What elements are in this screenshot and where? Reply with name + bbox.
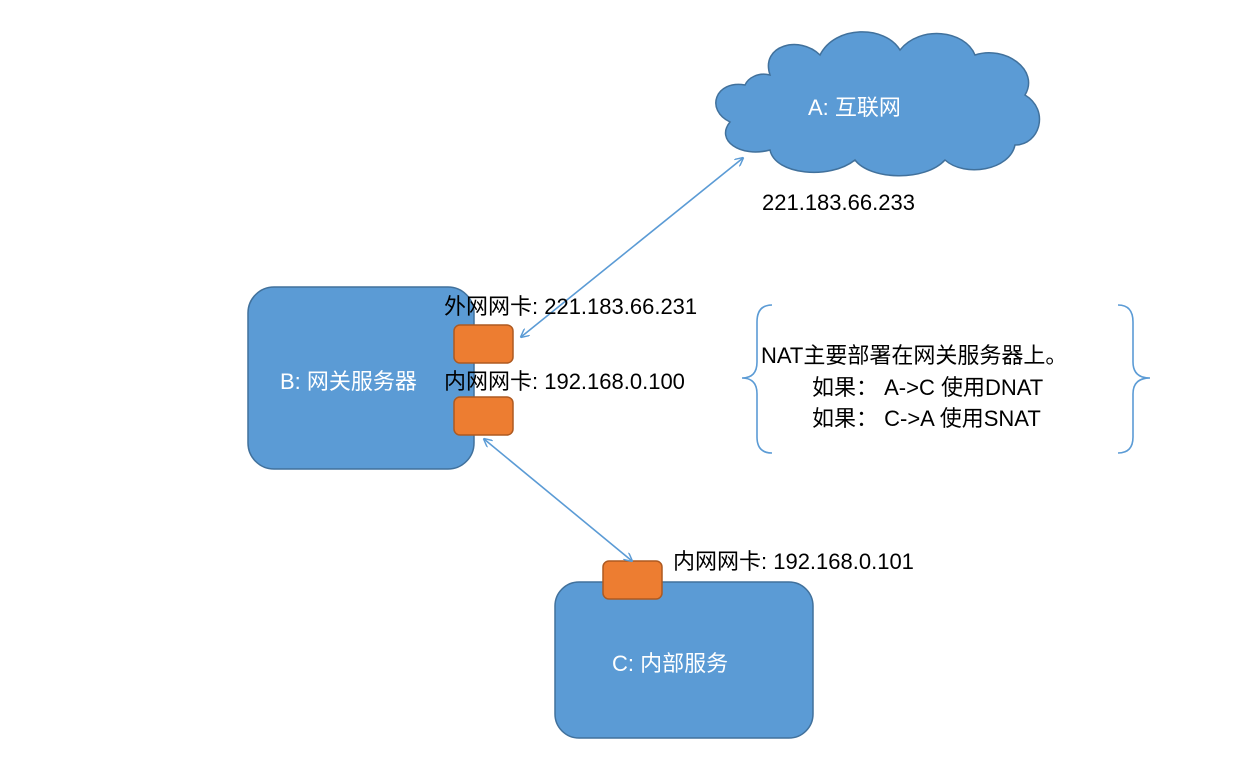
note-line-3: 如果： C->A 使用SNAT [812, 406, 1041, 431]
gateway-server-box [247, 286, 475, 470]
internal-service-label: C: 内部服务 [612, 651, 729, 676]
right-brace [1117, 304, 1151, 454]
gateway-external-nic [453, 324, 514, 364]
note-line-1: NAT主要部署在网关服务器上。 [761, 343, 1068, 368]
internal-service-nic-label: 内网网卡: 192.168.0.101 [673, 549, 914, 574]
gateway-internal-nic-label: 内网网卡: 192.168.0.100 [444, 369, 685, 394]
arrow-internet-gateway [521, 158, 743, 337]
gateway-label: B: 网关服务器 [280, 369, 417, 394]
internet-ip-label: 221.183.66.233 [762, 190, 915, 215]
gateway-external-nic-label: 外网网卡: 221.183.66.231 [444, 294, 698, 319]
left-brace [741, 304, 773, 454]
arrow-gateway-internal [484, 439, 632, 561]
internal-service-box [554, 581, 814, 739]
gateway-internal-nic [453, 396, 514, 436]
note-line-2: 如果： A->C 使用DNAT [812, 375, 1044, 400]
internet-label: A: 互联网 [808, 95, 901, 120]
internet-cloud [715, 31, 1041, 177]
internal-service-nic [602, 560, 663, 600]
